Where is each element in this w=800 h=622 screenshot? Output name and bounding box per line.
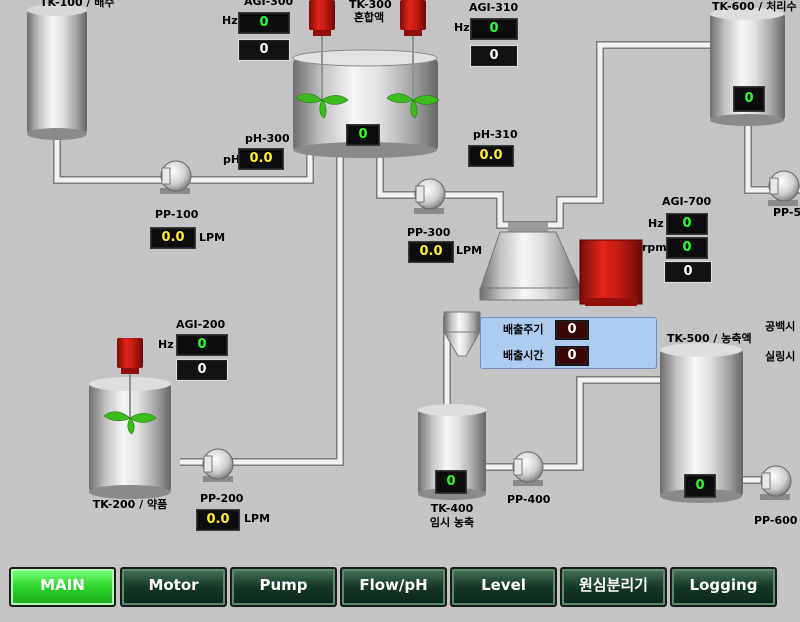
agi700-rpm-value: 0 xyxy=(666,237,708,259)
pp400-label: PP-400 xyxy=(507,493,551,506)
pp200-unit: LPM xyxy=(244,512,271,525)
ph310-value: 0.0 xyxy=(468,145,514,167)
pp100-label: PP-100 xyxy=(155,208,199,221)
agitator-agi200-motor[interactable] xyxy=(117,338,143,418)
agi200-setpoint[interactable]: 0 xyxy=(176,359,228,381)
ph300-value: 0.0 xyxy=(238,148,284,170)
tank-tk100[interactable] xyxy=(27,4,87,140)
discharge-cycle-value[interactable]: 0 xyxy=(555,320,589,340)
tank-tk500-level: 0 xyxy=(684,474,716,498)
impeller-agi300-icon xyxy=(295,93,349,119)
pump-pp200-icon[interactable] xyxy=(202,448,234,482)
agitator-agi300-motor[interactable] xyxy=(309,0,335,100)
nav-centrifuge-button[interactable]: 원심분리기 xyxy=(560,567,667,607)
nav-logging-button[interactable]: Logging xyxy=(670,567,777,607)
tank-tk500-label: TK-500 / 농축액 xyxy=(667,332,752,345)
pipe-pp100-tk300 xyxy=(190,150,313,183)
discharge-time-value[interactable]: 0 xyxy=(555,346,589,366)
agi200-hz-label: Hz xyxy=(158,338,174,351)
tank-tk600[interactable] xyxy=(710,8,785,126)
tank-tk400-sub: 임시 농축 xyxy=(429,516,475,529)
impeller-agi310-icon xyxy=(386,93,440,119)
agi700-setpoint[interactable]: 0 xyxy=(664,261,712,283)
pump-pp600-icon[interactable] xyxy=(760,465,792,500)
pipe-pp300-centrifuge xyxy=(445,42,712,228)
agi300-label: AGI-300 xyxy=(244,0,294,8)
tank-tk500[interactable] xyxy=(660,343,743,503)
nav-pump-button[interactable]: Pump xyxy=(230,567,337,607)
agi310-setpoint[interactable]: 0 xyxy=(470,45,518,67)
discharge-time-label: 배출시간 xyxy=(503,349,544,362)
impeller-agi200-icon xyxy=(103,411,157,435)
pp300-flow: 0.0 xyxy=(408,241,454,263)
pp200-flow: 0.0 xyxy=(196,509,240,531)
pp300-label: PP-300 xyxy=(407,226,451,239)
agi200-hz-value: 0 xyxy=(176,334,228,356)
tank-tk100-label: TK-100 / 배수 xyxy=(40,0,115,9)
ph310-label: pH-310 xyxy=(473,128,518,141)
agi300-hz-value: 0 xyxy=(238,12,290,34)
right-label-b: 실링시 xyxy=(765,350,796,363)
agi200-label: AGI-200 xyxy=(176,318,226,331)
tank-tk600-level: 0 xyxy=(733,86,765,112)
pipe-pp400-tk500 xyxy=(540,377,660,470)
pump-pp100-icon[interactable] xyxy=(160,160,192,194)
agi700-hz-label: Hz xyxy=(648,217,664,230)
pp600-label: PP-600 xyxy=(754,514,798,527)
agi700-hz-value: 0 xyxy=(666,213,708,235)
pp100-unit: LPM xyxy=(199,231,226,244)
nav-flow-ph-button[interactable]: Flow/pH xyxy=(340,567,447,607)
tank-tk300-label: TK-300 xyxy=(349,0,392,11)
pipe-tk100-pp100 xyxy=(54,130,165,183)
right-label-a: 공백시 xyxy=(765,320,796,333)
centrifuge[interactable] xyxy=(443,222,643,357)
agi310-label: AGI-310 xyxy=(469,1,519,14)
agi300-setpoint[interactable]: 0 xyxy=(238,39,290,61)
nav-main-button[interactable]: MAIN xyxy=(9,567,116,607)
tank-tk400-level: 0 xyxy=(435,470,467,494)
agi700-rpm-label: rpm xyxy=(642,241,667,254)
agitator-agi310-motor[interactable] xyxy=(400,0,426,100)
agi700-label: AGI-700 xyxy=(662,195,712,208)
pipe-tk300-tk200 xyxy=(180,150,343,465)
ph300-unit: pH xyxy=(223,153,241,166)
pipe-tk300-pp300 xyxy=(377,150,420,198)
tank-tk600-label: TK-600 / 처리수 xyxy=(712,0,797,13)
tank-tk300[interactable] xyxy=(292,49,438,158)
pump-pp300-icon[interactable] xyxy=(414,178,446,214)
tank-tk200-label: TK-200 / 약품 xyxy=(92,498,168,511)
agi310-hz-label: Hz xyxy=(454,21,470,34)
tank-tk300-level: 0 xyxy=(346,124,380,146)
tank-tk300-sub: 혼합액 xyxy=(353,11,385,24)
tank-tk400-label: TK-400 xyxy=(430,502,474,515)
process-diagram xyxy=(27,0,800,503)
agi310-hz-value: 0 xyxy=(470,18,518,40)
pump-pp500-icon[interactable] xyxy=(768,170,800,206)
discharge-cycle-label: 배출주기 xyxy=(503,323,544,336)
pp500-label: PP-50 xyxy=(773,206,800,219)
tank-tk200[interactable] xyxy=(89,377,171,499)
pp300-unit: LPM xyxy=(456,244,483,257)
pump-pp400-icon[interactable] xyxy=(512,451,544,486)
pp200-label: PP-200 xyxy=(200,492,244,505)
ph300-label: pH-300 xyxy=(245,132,290,145)
nav-level-button[interactable]: Level xyxy=(450,567,557,607)
pp100-flow: 0.0 xyxy=(150,227,196,249)
nav-motor-button[interactable]: Motor xyxy=(120,567,227,607)
agi300-hz-label: Hz xyxy=(222,14,238,27)
